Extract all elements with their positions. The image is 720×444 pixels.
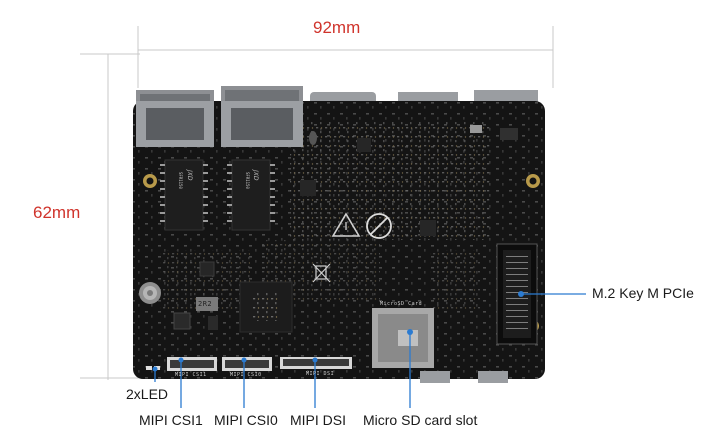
silk-dsi: MIPI DSI <box>306 371 335 377</box>
callout-dots <box>152 291 524 372</box>
chip-part-1: SFR1150 <box>178 172 183 189</box>
width-dimension-label: 92mm <box>313 18 361 37</box>
chip-brand-1: JXD <box>186 170 193 181</box>
silk-csi1: MIPI CSI1 <box>175 372 207 378</box>
no-trash-icon <box>312 263 331 283</box>
bottom-connectors <box>420 371 508 383</box>
callout-led: 2xLED <box>126 386 169 402</box>
mipi-connectors <box>167 357 352 371</box>
chip-part-2: SFR1150 <box>245 172 250 189</box>
esd-warning-icon <box>331 212 361 237</box>
callout-dsi: MIPI DSI <box>290 412 347 428</box>
chip-brand-2: JXD <box>252 170 259 181</box>
microsd-slot <box>372 308 434 368</box>
callout-sd: Micro SD card slot <box>363 412 478 428</box>
callout-m2: M.2 Key M PCIe <box>592 285 694 301</box>
dimension-lines <box>80 26 554 380</box>
inductor-mark: 2R2 <box>198 300 213 308</box>
callout-csi0: MIPI CSI0 <box>214 412 278 428</box>
chips <box>173 125 518 333</box>
silk-sd: MicroSD Card <box>380 301 423 307</box>
silk-csi0: MIPI CSI0 <box>230 372 262 378</box>
ethernet-ports <box>136 101 303 147</box>
callout-lines <box>154 293 586 408</box>
lan-transformers <box>160 159 275 231</box>
height-dimension-label: 62mm <box>33 203 81 222</box>
callout-csi1: MIPI CSI1 <box>139 412 203 428</box>
lead-free-icon <box>366 213 392 239</box>
